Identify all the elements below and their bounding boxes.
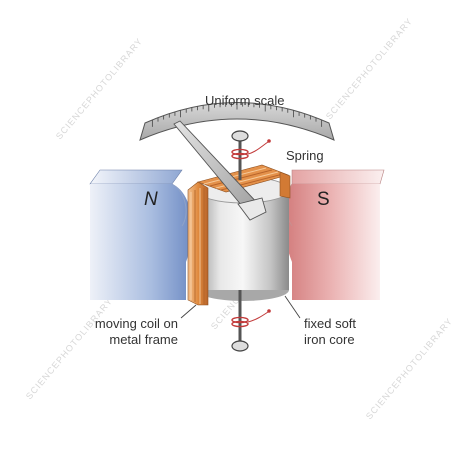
watermark-text: SCIENCEPHOTOLIBRARY: [324, 16, 415, 121]
pointer-needle: [173, 120, 267, 221]
south-pole-magnet: [283, 169, 385, 300]
top-bearing: [231, 130, 249, 142]
coil-leader-line: [180, 304, 197, 319]
scale-ticks: [151, 102, 323, 127]
north-pole-magnet: [89, 169, 193, 300]
bottom-bearing: [231, 340, 249, 352]
core-label-line2: iron core: [304, 332, 355, 347]
bottom-spring: [231, 309, 271, 328]
spring-label: Spring: [286, 148, 324, 163]
watermark-text: SCIENCEPHOTOLIBRARY: [54, 36, 145, 141]
core-leader-line: [284, 295, 301, 319]
scale-label: Uniform scale: [205, 93, 284, 108]
watermark-text: SCIENCEPHOTOLIBRARY: [24, 296, 115, 401]
uniform-scale: [139, 102, 335, 141]
watermark-text: SCIENCEPHOTOLIBRARY: [364, 316, 455, 421]
north-pole-label: N: [144, 189, 158, 210]
south-pole-label: S: [317, 189, 330, 210]
coil-label-line2: metal frame: [109, 332, 178, 347]
coil-label-line1: moving coil on: [95, 316, 178, 331]
core-label-line1: fixed soft: [304, 316, 356, 331]
spindle: [231, 130, 249, 352]
top-spring: [231, 139, 271, 160]
